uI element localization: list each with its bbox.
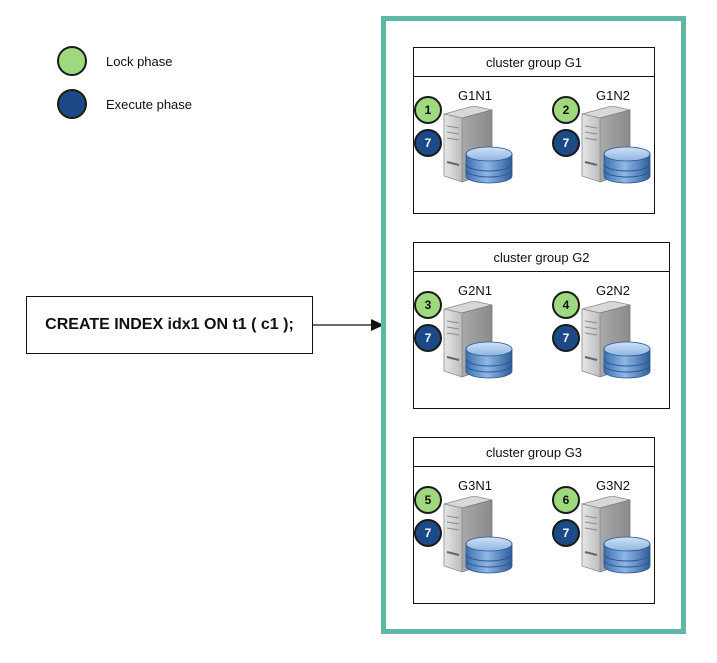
execute-step-badge: 7 (552, 324, 580, 352)
lock-step-number: 2 (562, 103, 570, 117)
cluster-group-title: cluster group G1 (414, 48, 654, 77)
lock-phase-dot-icon (57, 46, 87, 76)
cluster-group-title: cluster group G2 (414, 243, 669, 272)
execute-step-badge: 7 (414, 324, 442, 352)
server-database-icon (581, 301, 651, 379)
cluster-node: G3N1 5 7 (414, 478, 514, 588)
cluster-group-title: cluster group G3 (414, 438, 654, 467)
execute-step-number: 7 (424, 526, 432, 540)
execute-step-badge: 7 (552, 129, 580, 157)
cluster-node: G3N2 6 7 (552, 478, 652, 588)
sql-statement-text: CREATE INDEX idx1 ON t1 ( c1 ); (45, 316, 294, 333)
execute-step-number: 7 (562, 331, 570, 345)
server-database-icon (443, 496, 513, 574)
node-label: G3N1 (458, 478, 492, 493)
legend-label-execute: Execute phase (106, 96, 193, 112)
execute-step-number: 7 (424, 136, 432, 150)
node-label: G1N1 (458, 88, 492, 103)
lock-step-number: 6 (562, 493, 570, 507)
node-label: G3N2 (596, 478, 630, 493)
arrow-icon (313, 319, 384, 331)
cluster-node: G2N1 3 7 (414, 283, 514, 393)
legend-item-execute: Execute phase (57, 89, 192, 119)
lock-step-badge: 5 (414, 486, 442, 514)
lock-step-badge: 3 (414, 291, 442, 319)
lock-step-badge: 6 (552, 486, 580, 514)
cluster-node: G1N1 1 7 (414, 88, 514, 198)
lock-step-number: 1 (424, 103, 432, 117)
execute-step-number: 7 (562, 526, 570, 540)
execute-step-badge: 7 (414, 519, 442, 547)
server-database-icon (581, 496, 651, 574)
execute-step-badge: 7 (552, 519, 580, 547)
cluster-frame (381, 16, 686, 634)
execute-step-number: 7 (424, 331, 432, 345)
execute-phase-dot-icon (57, 89, 87, 119)
cluster-node: G2N2 4 7 (552, 283, 652, 393)
legend-item-lock: Lock phase (57, 46, 173, 76)
server-database-icon (581, 106, 651, 184)
lock-step-number: 3 (424, 298, 432, 312)
server-database-icon (443, 106, 513, 184)
lock-step-badge: 2 (552, 96, 580, 124)
lock-step-number: 5 (424, 493, 432, 507)
cluster-node: G1N2 2 7 (552, 88, 652, 198)
cluster-group-box: cluster group G1 G1N1 1 7 G1N2 (413, 47, 655, 214)
sql-statement-box: CREATE INDEX idx1 ON t1 ( c1 ); (26, 296, 313, 354)
execute-step-number: 7 (562, 136, 570, 150)
execute-step-badge: 7 (414, 129, 442, 157)
node-label: G2N2 (596, 283, 630, 298)
cluster-group-box: cluster group G2 G2N1 3 7 G2N2 (413, 242, 670, 409)
lock-step-badge: 1 (414, 96, 442, 124)
legend-label-lock: Lock phase (106, 53, 173, 69)
node-label: G1N2 (596, 88, 630, 103)
server-database-icon (443, 301, 513, 379)
node-label: G2N1 (458, 283, 492, 298)
lock-step-number: 4 (562, 298, 570, 312)
cluster-group-box: cluster group G3 G3N1 5 7 G3N2 (413, 437, 655, 604)
lock-step-badge: 4 (552, 291, 580, 319)
